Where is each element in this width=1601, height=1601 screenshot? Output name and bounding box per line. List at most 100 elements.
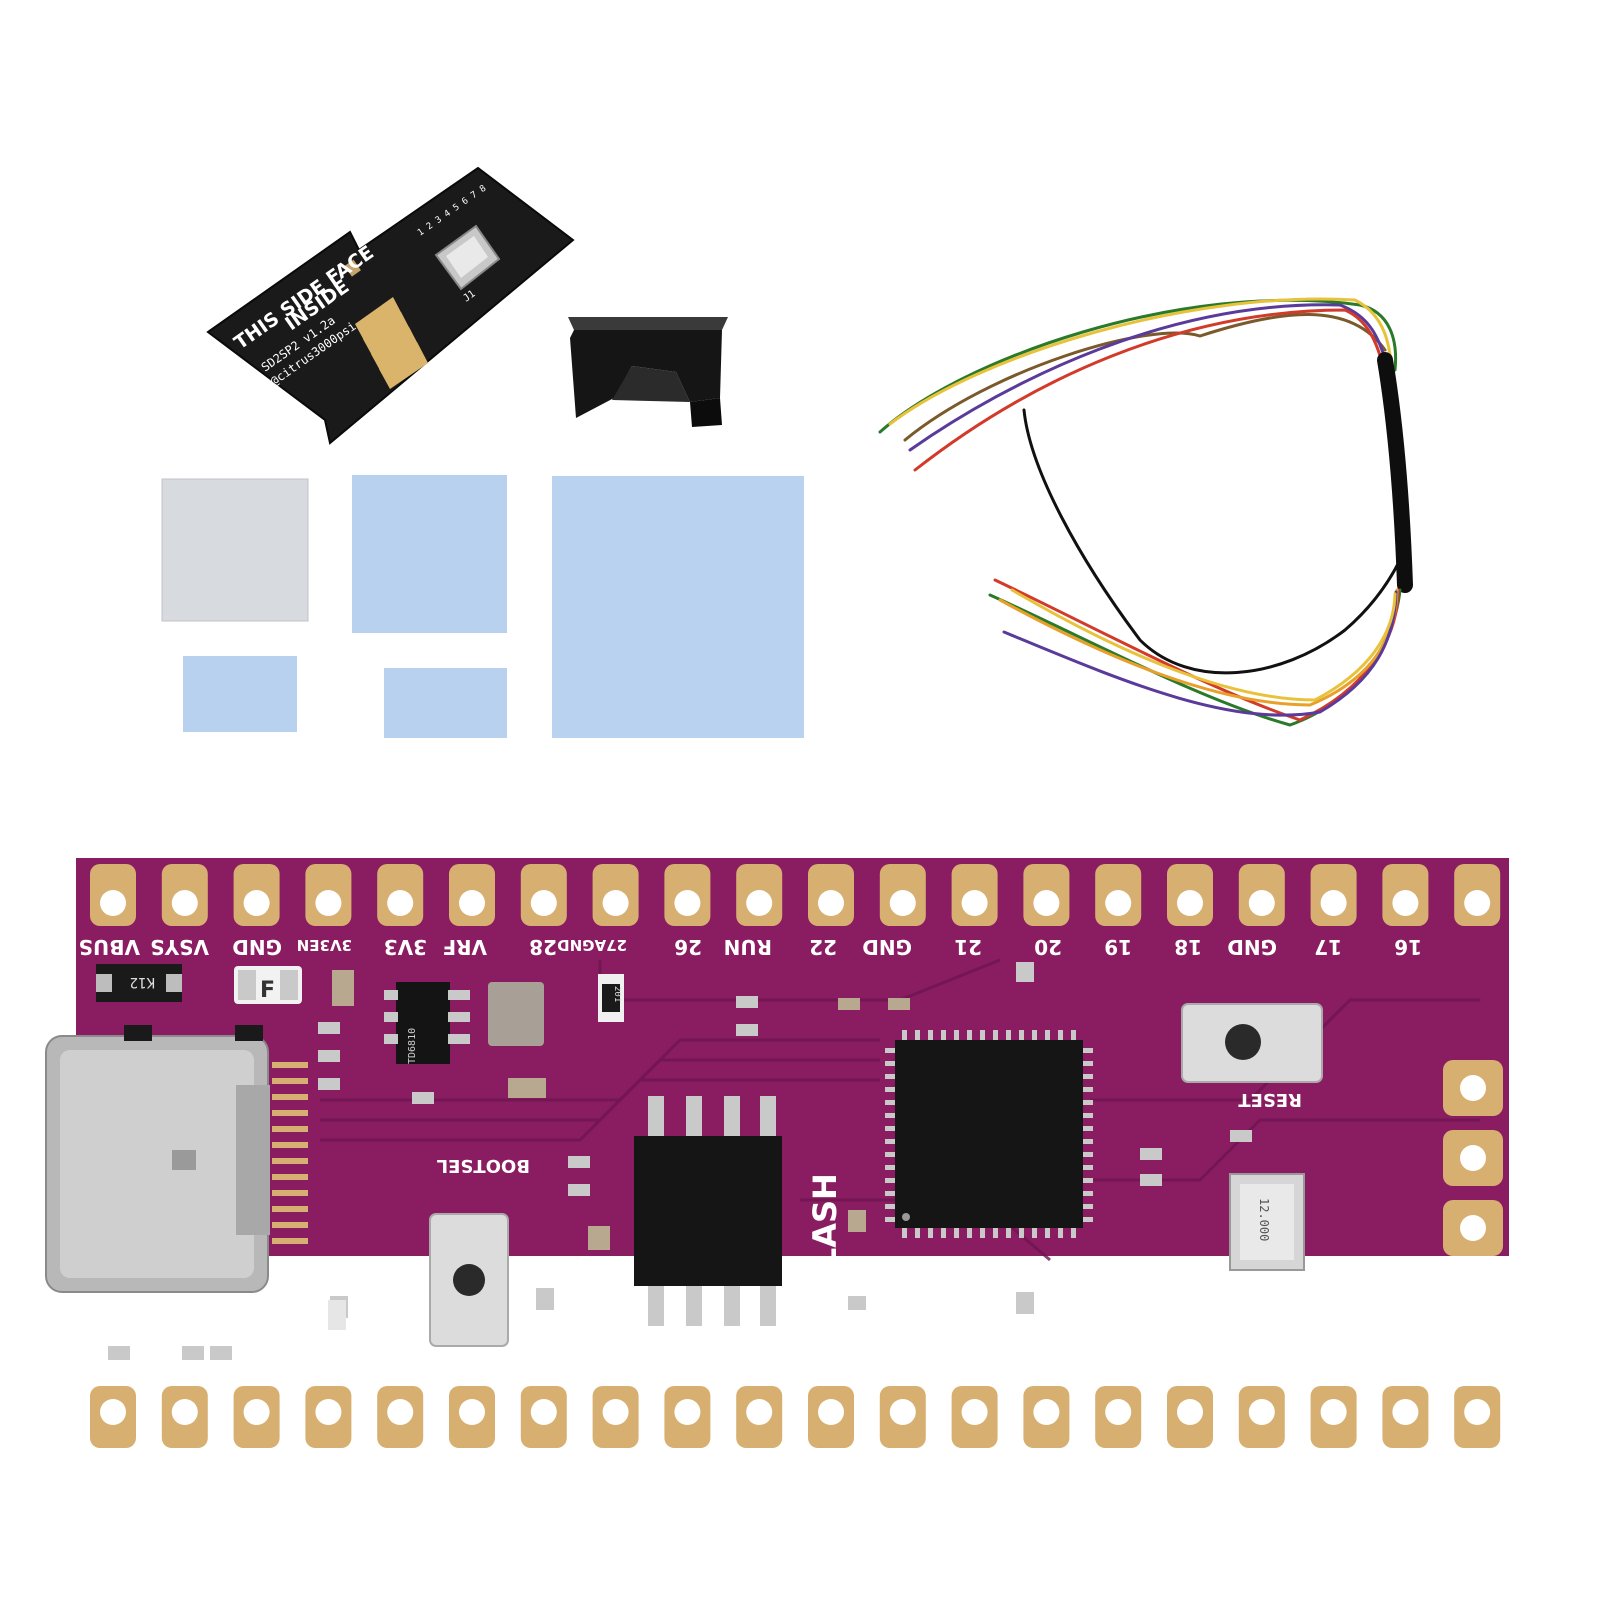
resistor-201: 201: [598, 974, 624, 1022]
pin-hole: [818, 890, 844, 916]
gold-contacts: [355, 297, 428, 389]
bottom-pin-label: 5: [512, 1361, 540, 1378]
top-pin-label: 27AGND: [557, 936, 627, 954]
pin-hole: [387, 1399, 414, 1425]
thermal-pad-silver: [161, 478, 309, 622]
bottom-pin-label: 2LED1: [289, 1300, 314, 1378]
bottom-pin-label: 8: [806, 1361, 834, 1378]
bottom-pin-label: 9: [878, 1361, 906, 1378]
resistor-marking: 201: [612, 986, 622, 1002]
top-pin-label: 20: [1034, 935, 1062, 959]
reset-button: [1181, 1003, 1323, 1083]
fuse-marking: F: [260, 978, 275, 1003]
flash-chip: [634, 1096, 782, 1326]
bottom-pin-label: GND: [1317, 1323, 1342, 1378]
top-pin-label: GND: [232, 935, 282, 959]
pin-hole: [818, 1399, 844, 1425]
top-pin-label: GND: [1227, 935, 1277, 959]
top-pin-label: 26: [674, 935, 702, 959]
top-pin-label: 3V3EN: [297, 936, 352, 954]
crystal-oscillator: 12.000: [1229, 1173, 1305, 1271]
pin-hole: [1392, 1399, 1419, 1425]
voltage-regulator: TD6810: [384, 982, 470, 1064]
top-pin-label: 28: [529, 935, 557, 959]
diode: K12: [96, 964, 182, 1002]
thermal-pads: [161, 475, 804, 738]
usb-c-port: [45, 1035, 270, 1293]
pin-hole: [100, 1399, 126, 1425]
bottom-pin-label: 4: [441, 1361, 469, 1378]
thermal-pad-small-right: [384, 668, 507, 738]
top-pin-label: 3V3: [384, 935, 427, 959]
bottom-pin-label: GND: [245, 1323, 270, 1378]
flash-label: FLASH: [806, 1173, 844, 1290]
pin-hole: [1464, 890, 1491, 916]
pin-hole: [889, 1399, 916, 1425]
bottom-pin-label: 1: [170, 1361, 198, 1378]
bottom-pin-label: GND: [593, 1323, 618, 1378]
bottom-pin-label: 15: [1456, 1345, 1484, 1378]
regulator-marking: TD6810: [407, 1028, 418, 1064]
pin-hole: [746, 1399, 773, 1425]
pin-hole: [387, 890, 414, 916]
pin-hole: [530, 890, 557, 916]
pin-hole: [1105, 1399, 1132, 1425]
pin-hole: [746, 890, 773, 916]
bootsel-button: [429, 1213, 509, 1347]
thermal-pad-small-left: [183, 656, 297, 732]
wire-harness: [878, 297, 1413, 727]
pin-hole: [100, 890, 126, 916]
right-edge-pads: [1443, 1060, 1503, 1256]
diode-marking: K12: [130, 974, 155, 990]
top-pin-row: [90, 864, 1501, 926]
top-pin-label: 16: [1394, 935, 1422, 959]
top-pin-label: 22: [809, 935, 837, 959]
pin-hole: [171, 1399, 198, 1425]
pin-hole: [1320, 1399, 1347, 1425]
reset-label: RESET: [1238, 1089, 1302, 1110]
pin-hole: [889, 890, 916, 916]
bottom-pin-label: 6: [662, 1361, 690, 1378]
pin-hole: [961, 890, 988, 916]
pin-hole: [1320, 890, 1347, 916]
usb-c-pins: [272, 1062, 308, 1244]
pin-hole: [315, 890, 342, 916]
pin-hole: [1392, 890, 1419, 916]
top-pin-label: GND: [862, 935, 912, 959]
pin-hole: [674, 1399, 701, 1425]
bottom-pin-label: 11: [1093, 1345, 1121, 1378]
pin-hole: [1105, 890, 1132, 916]
pin-hole: [530, 1399, 557, 1425]
pin-hole: [1177, 1399, 1203, 1425]
pin-hole: [961, 1399, 988, 1425]
rp2040-chip: [885, 1030, 1093, 1238]
pin-hole: [243, 890, 270, 916]
bottom-pin-label: 3: [370, 1361, 398, 1378]
top-pin-label: VBUS: [79, 935, 140, 959]
pin-hole: [1033, 1399, 1060, 1425]
top-pin-label: VRF: [442, 935, 487, 959]
thermal-pad-large: [552, 476, 804, 738]
pin-hole: [1033, 890, 1060, 916]
plastic-clip: [568, 317, 728, 427]
bottom-pin-label: 7: [734, 1361, 762, 1378]
bottom-pin-row: [90, 1386, 1501, 1448]
bootsel-label: BOOTSEL: [437, 1155, 530, 1176]
crystal-marking: 12.000: [1257, 1198, 1271, 1241]
micro-sd-slot: [434, 224, 501, 291]
top-pin-label: VSYS: [150, 935, 209, 959]
pin-hole: [602, 890, 629, 916]
pin-hole: [1464, 1399, 1491, 1425]
pin-hole: [459, 1399, 485, 1425]
top-pin-label: 17: [1314, 935, 1342, 959]
smd-component: [344, 259, 361, 277]
bottom-pin-label: 13: [1236, 1345, 1264, 1378]
bottom-pin-label: 0: [99, 1361, 127, 1378]
top-pin-label: RUN: [724, 935, 772, 959]
pin-hole: [1177, 890, 1203, 916]
inductor: [488, 982, 544, 1046]
